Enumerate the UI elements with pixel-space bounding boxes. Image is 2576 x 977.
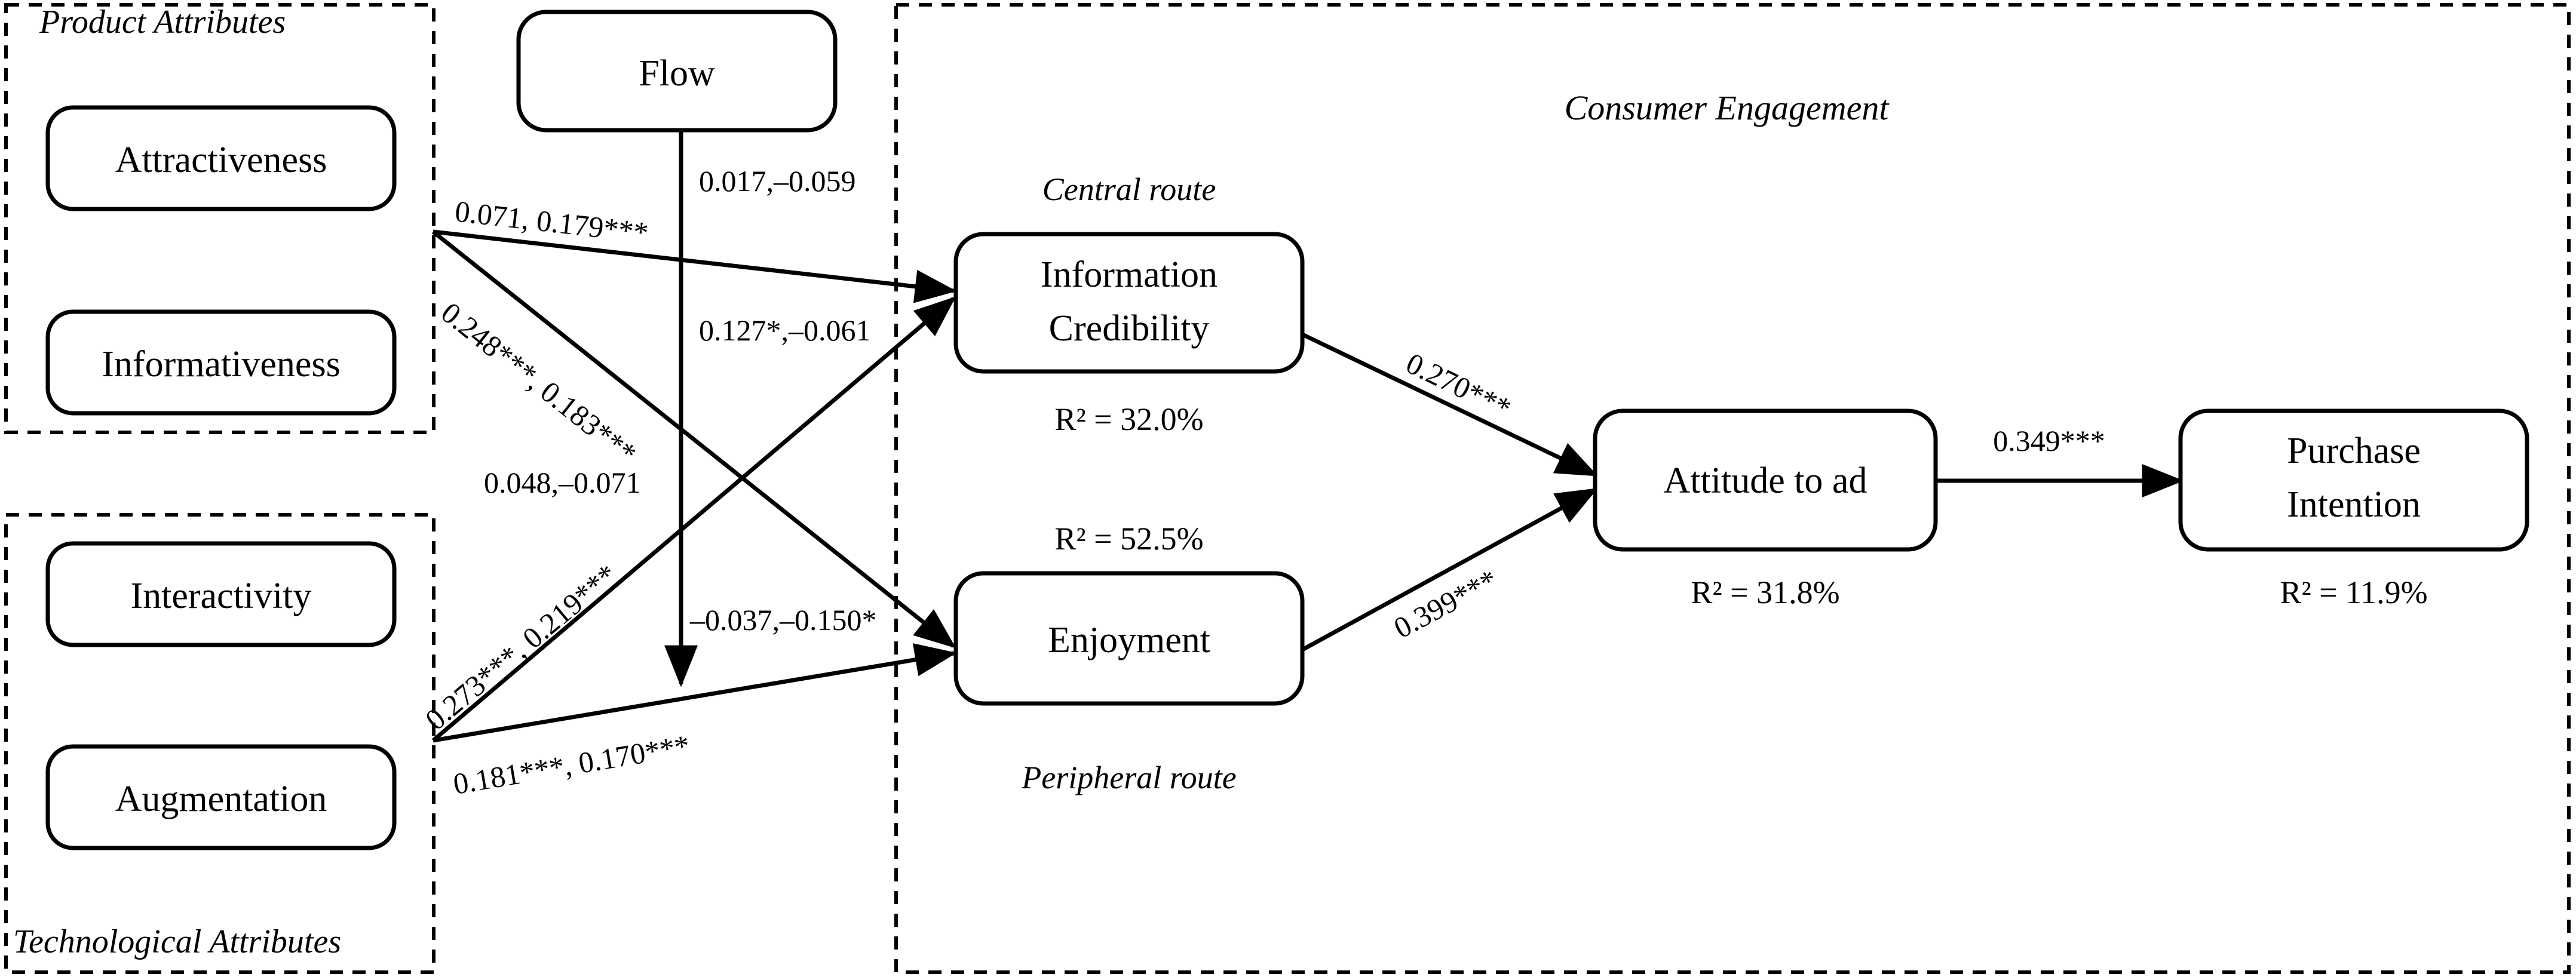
coef-tech-to-enjoyment: 0.181***, 0.170*** [451, 729, 692, 801]
node-label-purchase-intention-line2: Intention [2287, 484, 2421, 525]
node-label-enjoyment: Enjoyment [1048, 620, 1210, 660]
r2-purchase-intention: R² = 11.9% [2280, 574, 2427, 610]
node-attractiveness[interactable]: Attractiveness [45, 105, 397, 211]
group-frame-product-attributes [4, 3, 436, 434]
node-label-interactivity: Interactivity [131, 576, 312, 616]
edge-tech-to-credibility [431, 296, 956, 742]
coef-credibility-to-attitude: 0.270*** [1401, 346, 1516, 426]
coef-tech-to-credibility: 0.273***, 0.219*** [419, 557, 623, 736]
label-central-route: Central route [1042, 171, 1216, 207]
node-label-attractiveness: Attractiveness [115, 140, 327, 180]
coef-tech-upper: 0.048,–0.071 [484, 466, 641, 499]
node-label-purchase-intention-line1: Purchase [2287, 431, 2421, 471]
edge-product-to-credibility [433, 229, 957, 303]
group-frame-technological-attributes [4, 513, 436, 974]
node-label-flow: Flow [639, 53, 715, 94]
coef-flow-to-credibility: 0.017,–0.059 [699, 164, 856, 198]
node-enjoyment[interactable]: Enjoyment [953, 571, 1305, 706]
edge-product-to-enjoyment [431, 230, 956, 649]
node-informativeness[interactable]: Informativeness [45, 309, 397, 416]
group-frame-consumer-engagement [894, 3, 2571, 974]
edge-enjoyment-to-attitude [1301, 487, 1598, 652]
coef-attitude-to-purchase: 0.349*** [1993, 424, 2105, 457]
label-peripheral-route: Peripheral route [1021, 760, 1236, 795]
node-purchase-intention[interactable]: Purchase Intention [2178, 408, 2529, 552]
group-title-technological-attributes: Technological Attributes [13, 923, 341, 960]
coef-flow-to-enjoyment: –0.037,–0.150* [689, 603, 877, 637]
node-interactivity[interactable]: Interactivity [45, 541, 397, 647]
edge-credibility-to-attitude [1301, 332, 1599, 477]
node-label-information-credibility-line1: Information [1041, 254, 1218, 295]
node-flow[interactable]: Flow [516, 10, 838, 133]
coef-product-to-enjoyment: 0.248***, 0.183*** [435, 296, 643, 471]
r2-attitude-to-ad: R² = 31.8% [1691, 574, 1839, 610]
node-label-attitude-to-ad: Attitude to ad [1664, 460, 1867, 501]
coef-enjoyment-to-attitude: 0.399*** [1388, 563, 1503, 644]
coef-flow-to-credibility-2: 0.127*,–0.061 [699, 314, 871, 347]
node-label-information-credibility-line2: Credibility [1049, 308, 1210, 349]
node-label-augmentation: Augmentation [115, 779, 327, 819]
node-augmentation[interactable]: Augmentation [45, 744, 397, 850]
node-information-credibility[interactable]: Information Credibility [953, 232, 1305, 374]
edge-tech-to-enjoyment [433, 643, 957, 743]
r2-enjoyment: R² = 52.5% [1054, 521, 1203, 557]
node-label-informativeness: Informativeness [102, 344, 340, 385]
coef-product-to-credibility: 0.071, 0.179*** [453, 194, 650, 249]
group-title-consumer-engagement: Consumer Engagement [1565, 88, 1890, 127]
node-attitude-to-ad[interactable]: Attitude to ad [1593, 408, 1938, 552]
r2-information-credibility: R² = 32.0% [1054, 401, 1203, 437]
group-title-product-attributes: Product Attributes [39, 4, 286, 41]
